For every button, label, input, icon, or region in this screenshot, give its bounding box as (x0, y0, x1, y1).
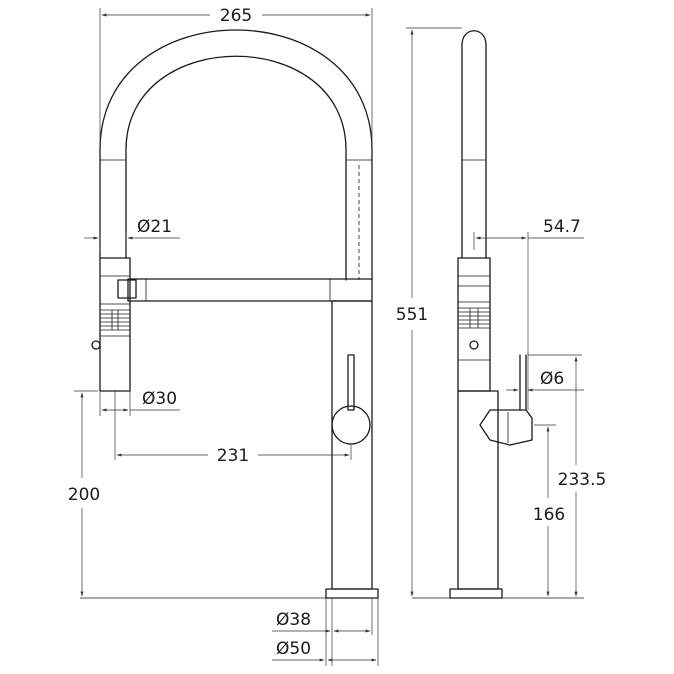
spout-arc-outer (99, 29, 373, 281)
dim-reach-231: 231 (217, 446, 249, 466)
faucet-body (331, 300, 373, 590)
dim-handle-dia: Ø30 (142, 389, 177, 409)
spray-button (91, 340, 101, 350)
dim-height-551: 551 (396, 305, 428, 325)
dim-offset-54-7: 54.7 (543, 217, 581, 237)
side-spray-head (457, 257, 491, 392)
dim-base-dia-38: Ø38 (276, 610, 311, 630)
support-arm (127, 278, 373, 302)
side-base (449, 588, 503, 599)
side-spray-button (469, 340, 479, 350)
spout-arc-inner (125, 55, 347, 281)
arm-clip (117, 279, 137, 299)
lever-handle (347, 354, 355, 411)
dim-lever-dia: Ø6 (540, 369, 564, 389)
front-dimensions: 265 Ø21 Ø30 231 200 Ø38 Ø50 (68, 6, 379, 666)
spray-head (99, 257, 131, 392)
dim-hose-dia: Ø21 (137, 217, 172, 237)
dim-outlet-height: 166 (533, 505, 565, 525)
side-dimensions: 551 54.7 Ø6 233.5 166 (396, 27, 607, 597)
dim-lever-height: 233.5 (558, 470, 607, 490)
mixer-cartridge (331, 405, 371, 445)
spray-grip-rings (100, 309, 130, 331)
front-view (80, 29, 379, 599)
dim-base-dia-50: Ø50 (276, 639, 311, 659)
side-body (457, 390, 499, 590)
side-view (412, 30, 584, 599)
side-grip-rings (458, 307, 490, 329)
dim-spray-height-200: 200 (68, 485, 100, 505)
faucet-base (325, 588, 379, 599)
dim-width-265: 265 (220, 6, 252, 26)
side-lever-knob (479, 409, 533, 446)
side-spout (461, 30, 487, 259)
